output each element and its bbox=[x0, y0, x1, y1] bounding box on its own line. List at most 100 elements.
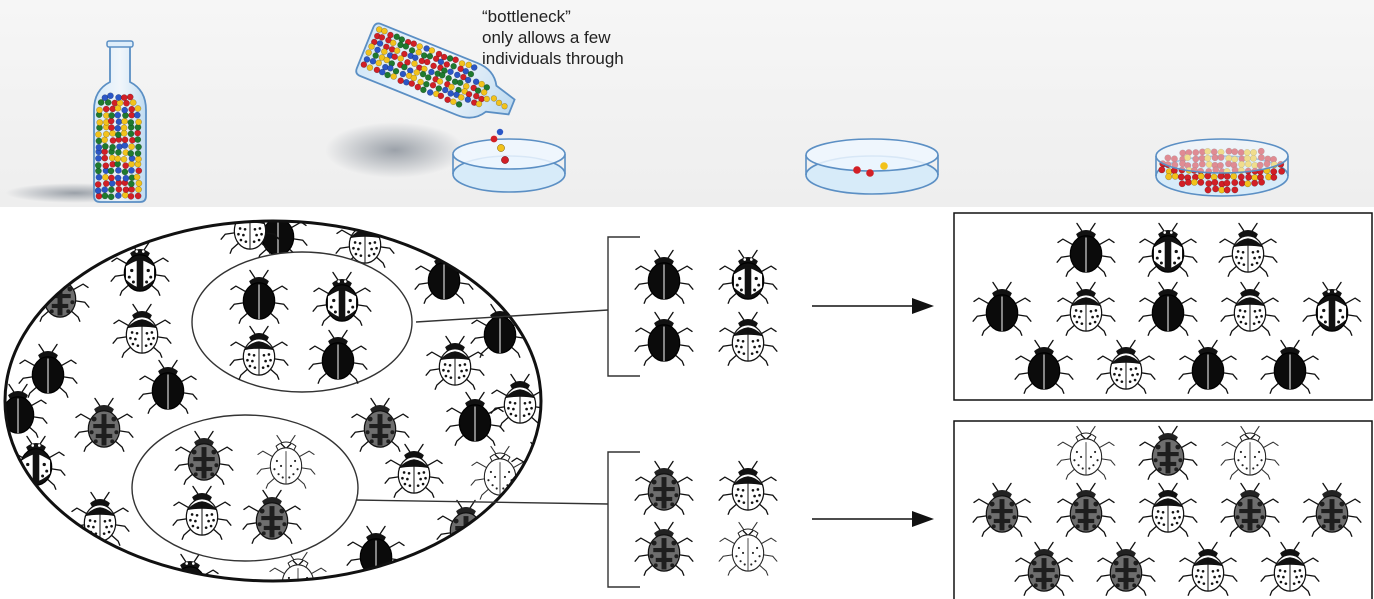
bead bbox=[428, 68, 435, 76]
bead bbox=[134, 150, 142, 157]
bead bbox=[114, 192, 122, 199]
bead bbox=[128, 111, 136, 119]
bead bbox=[1171, 172, 1179, 180]
bead bbox=[465, 61, 472, 69]
bead bbox=[122, 162, 130, 170]
bead bbox=[378, 34, 386, 41]
bead bbox=[1231, 186, 1239, 194]
bead bbox=[120, 94, 128, 101]
bead bbox=[115, 167, 122, 174]
bead bbox=[95, 131, 102, 138]
bead bbox=[426, 89, 434, 96]
bead bbox=[480, 89, 488, 96]
sample-circle-top bbox=[191, 251, 413, 393]
bead bbox=[101, 154, 109, 162]
bead bbox=[495, 99, 503, 107]
bracket-top bbox=[607, 236, 640, 377]
bead bbox=[414, 83, 422, 91]
bead bbox=[96, 119, 104, 126]
ladybug-icon bbox=[634, 311, 694, 366]
bead bbox=[1278, 167, 1286, 175]
connector-line bbox=[415, 309, 609, 323]
bead bbox=[389, 39, 397, 47]
bead bbox=[123, 99, 130, 107]
bead bbox=[133, 173, 141, 181]
bead bbox=[95, 137, 103, 145]
bead bbox=[447, 90, 454, 97]
bead bbox=[127, 180, 135, 188]
bead bbox=[430, 62, 437, 70]
bead bbox=[108, 174, 115, 182]
bead bbox=[134, 136, 142, 143]
bead bbox=[1237, 173, 1245, 181]
bead bbox=[473, 92, 480, 100]
ladybug-icon bbox=[718, 460, 778, 515]
bottleneck-caption: “bottleneck” only allows a few individua… bbox=[482, 6, 742, 69]
petri-dish-icon bbox=[452, 128, 566, 193]
bead bbox=[115, 186, 123, 193]
bead bbox=[127, 119, 135, 126]
bead bbox=[450, 62, 457, 70]
bead bbox=[393, 47, 401, 54]
petri-dish-icon bbox=[1155, 138, 1289, 197]
bead bbox=[416, 43, 423, 50]
bead bbox=[115, 118, 123, 126]
bead bbox=[368, 43, 375, 50]
bead bbox=[470, 64, 478, 71]
ladybug-icon bbox=[634, 521, 694, 576]
bead bbox=[120, 155, 128, 163]
bead bbox=[97, 99, 105, 106]
bead bbox=[134, 105, 142, 112]
arrow-right-icon bbox=[812, 298, 934, 314]
bead bbox=[437, 58, 445, 66]
bead bbox=[372, 52, 379, 59]
bead bbox=[122, 186, 130, 194]
bead bbox=[426, 53, 434, 60]
bead bbox=[366, 64, 374, 71]
bead bbox=[109, 137, 117, 144]
bead bbox=[135, 143, 142, 151]
bead bbox=[135, 179, 143, 187]
bead bbox=[134, 192, 142, 200]
bead bbox=[129, 99, 137, 106]
bead bbox=[115, 94, 122, 101]
bead bbox=[429, 81, 437, 89]
bead bbox=[135, 167, 143, 175]
bead bbox=[376, 40, 384, 47]
bead bbox=[96, 106, 103, 114]
bead bbox=[384, 71, 391, 79]
bead bbox=[464, 96, 472, 103]
bead bbox=[115, 149, 122, 156]
bead bbox=[1204, 186, 1212, 194]
bead bbox=[369, 57, 377, 65]
bead bbox=[114, 111, 122, 119]
bead bbox=[1158, 166, 1166, 174]
bead bbox=[102, 162, 110, 170]
bottle-icon bbox=[93, 40, 147, 203]
bead bbox=[397, 55, 404, 62]
bead bbox=[402, 43, 410, 50]
bead bbox=[425, 74, 432, 81]
ladybug-icon bbox=[718, 249, 778, 304]
bead bbox=[437, 92, 445, 100]
bead bbox=[374, 46, 381, 54]
bead bbox=[423, 58, 431, 66]
bead bbox=[1270, 168, 1278, 176]
bead bbox=[420, 86, 427, 94]
bead bbox=[1211, 179, 1219, 186]
bead bbox=[1223, 186, 1231, 194]
bead bbox=[135, 186, 142, 193]
bead bbox=[116, 99, 124, 107]
bead bbox=[135, 155, 142, 163]
bead bbox=[102, 105, 110, 113]
bead bbox=[423, 80, 430, 88]
bead bbox=[410, 74, 418, 82]
bead bbox=[101, 192, 109, 200]
caption-line: individuals through bbox=[482, 49, 624, 68]
bead bbox=[95, 167, 102, 175]
tilted-bottle-shadow bbox=[325, 122, 465, 178]
bead bbox=[454, 71, 461, 79]
bead bbox=[428, 47, 436, 54]
bead bbox=[101, 186, 109, 194]
bead bbox=[116, 143, 123, 151]
